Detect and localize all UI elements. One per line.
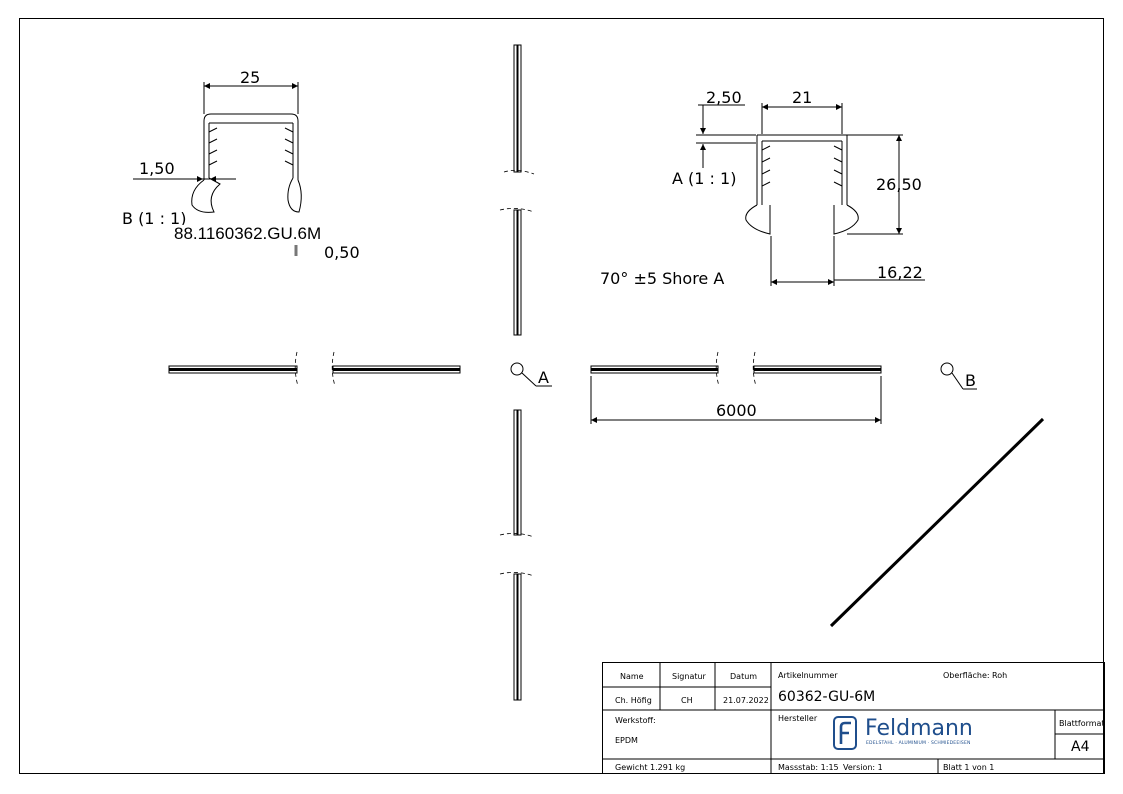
dim-b-width: 25 [240, 68, 260, 87]
tb-werkstoff-label: Werkstoff: [615, 716, 656, 725]
dim-a-offset: 2,50 [706, 88, 742, 107]
tb-oberflaeche: Roh [992, 671, 1008, 680]
tb-blattformat-label: Blattformat [1059, 719, 1105, 728]
marker-a-label: A [538, 368, 549, 387]
tb-name: Ch. Höfig [615, 696, 652, 705]
tb-version: Version: 1 [843, 763, 883, 772]
tb-artikel-label: Artikelnummer [778, 671, 838, 680]
tb-header-name: Name [620, 672, 644, 681]
tb-header-signatur: Signatur [672, 672, 706, 681]
detail-a-label: A (1 : 1) [672, 169, 736, 188]
horizontal-view-left [168, 351, 461, 387]
feldmann-logo-text: Feldmann [865, 716, 973, 741]
vertical-view-bottom [499, 409, 535, 701]
tb-hersteller-label: Hersteller [778, 714, 818, 723]
dim-b-lip: 1,50 [139, 159, 175, 178]
tb-gewicht: Gewicht 1.291 kg [615, 763, 686, 772]
tb-oberflaeche-label: Oberfläche: [943, 671, 990, 680]
detail-marker-b [940, 362, 977, 390]
marker-b-label: B [965, 371, 976, 390]
tb-artikel: 60362-GU-6M [778, 689, 876, 705]
detail-a-profile [696, 103, 925, 286]
tb-blattformat: A4 [1071, 739, 1090, 755]
dim-a-inner: 21 [792, 88, 812, 107]
dim-a-base: 16,22 [877, 263, 923, 282]
isometric-view [829, 417, 1045, 628]
vertical-view-top [499, 44, 535, 336]
tb-massstab: Massstab: 1:15 [778, 763, 839, 772]
part-number-label: 88.1160362.GU.6M [172, 224, 324, 243]
dim-b-wall: 0,50 [324, 243, 360, 262]
tb-werkstoff: EPDM [615, 736, 638, 745]
dim-a-height: 26,50 [876, 175, 922, 194]
drawing-frame [19, 18, 1104, 774]
hardness-note: 70° ±5 Shore A [600, 269, 724, 288]
tb-blatt: Blatt 1 von 1 [943, 763, 995, 772]
dim-length: 6000 [716, 401, 757, 420]
tb-header-datum: Datum [730, 672, 758, 681]
tb-datum: 21.07.2022 [723, 696, 769, 705]
tb-signatur: CH [681, 696, 693, 705]
detail-b-profile [133, 82, 302, 213]
detail-marker-a [510, 362, 552, 387]
detail-b-label: B (1 : 1) [122, 209, 186, 228]
feldmann-logo-tagline: EDELSTAHL · ALUMINIUM · SCHMIEDEEISEN [866, 741, 971, 746]
horizontal-view-right [590, 351, 882, 424]
title-block-grid [602, 662, 1105, 774]
feldmann-logo-icon [833, 716, 857, 750]
